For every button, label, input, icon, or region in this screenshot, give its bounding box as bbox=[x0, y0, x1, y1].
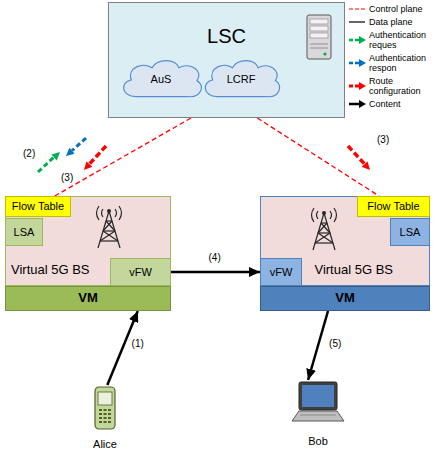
legend-text: Data plane bbox=[369, 17, 432, 27]
vm-band: VM bbox=[5, 286, 171, 311]
flow-table-box: Flow Table bbox=[5, 196, 71, 217]
node-label: LCRF bbox=[227, 73, 256, 86]
callout-holder: (3) bbox=[376, 134, 390, 145]
node-label: Flow Table bbox=[12, 200, 64, 213]
legend-sample bbox=[348, 35, 366, 45]
legend-text: Authentication reques bbox=[369, 30, 432, 50]
base-station-box: Virtual 5G BS Flow TableLSA vFW bbox=[5, 196, 171, 286]
user-device: Alice bbox=[82, 385, 128, 451]
firewall-box: vFW bbox=[110, 258, 171, 286]
node-label: Alice bbox=[93, 438, 117, 451]
edge-label-holder: (5) bbox=[328, 338, 342, 349]
antenna-tower-icon bbox=[306, 207, 342, 251]
agent-box: LSA bbox=[390, 218, 430, 246]
legend-entry: Control plane bbox=[348, 4, 432, 14]
user-device: Bob bbox=[285, 380, 351, 448]
legend-text: Authentication respon bbox=[369, 53, 432, 73]
node-label: vFW bbox=[129, 266, 152, 279]
node-label: LSA bbox=[400, 226, 421, 239]
callout-number: (1) bbox=[131, 338, 145, 349]
auth-request-arrow bbox=[38, 152, 60, 172]
legend: Control planeData planeAuthentication re… bbox=[348, 4, 432, 112]
control-link bbox=[257, 118, 379, 196]
base-station-box: Virtual 5G BS Flow TableLSA vFW bbox=[260, 196, 430, 286]
legend-sample bbox=[348, 81, 366, 91]
node-label: VM bbox=[78, 291, 98, 306]
agent-box: LSA bbox=[5, 218, 43, 246]
node-label: Virtual 5G BS bbox=[314, 263, 393, 278]
legend-sample bbox=[348, 58, 366, 68]
controller-box: LSC AuS LCRF bbox=[108, 2, 345, 118]
callout-number: (4) bbox=[208, 252, 222, 263]
route-config-arrow bbox=[348, 146, 370, 170]
server-icon bbox=[305, 13, 333, 61]
legend-sample bbox=[348, 17, 366, 27]
vm-band: VM bbox=[260, 286, 430, 311]
route-config-arrow bbox=[84, 146, 106, 170]
auth-response-arrow bbox=[66, 138, 86, 156]
antenna-tower-icon bbox=[91, 205, 127, 249]
legend-text: Route configuration bbox=[369, 76, 432, 96]
edge-label-holder: (1) bbox=[131, 338, 145, 349]
node-label: AuS bbox=[151, 73, 172, 86]
legend-text: Control plane bbox=[369, 4, 432, 14]
callout-number: (5) bbox=[328, 338, 342, 349]
legend-sample bbox=[348, 99, 366, 109]
node-label: VM bbox=[335, 291, 355, 306]
callout-holder: (3) bbox=[60, 172, 74, 183]
node-label: LSA bbox=[14, 226, 35, 239]
callout-number: (2) bbox=[22, 148, 36, 159]
flow-table-box: Flow Table bbox=[357, 196, 430, 217]
node-label: Virtual 5G BS bbox=[11, 263, 90, 278]
legend-entry: Authentication reques bbox=[348, 30, 432, 50]
legend-entry: Route configuration bbox=[348, 76, 432, 96]
legend-entry: Content bbox=[348, 99, 432, 109]
legend-text: Content bbox=[369, 99, 432, 109]
laptop-icon bbox=[290, 380, 346, 424]
node-label: LSC bbox=[207, 25, 246, 48]
callout-number: (3) bbox=[60, 172, 74, 183]
node-label: Flow Table bbox=[367, 200, 419, 213]
phone-icon bbox=[90, 385, 120, 431]
content-arrow bbox=[171, 271, 260, 274]
legend-entry: Data plane bbox=[348, 17, 432, 27]
firewall-box: vFW bbox=[260, 258, 302, 286]
service-cloud: LCRF bbox=[198, 55, 284, 103]
callout-holder: (2) bbox=[22, 148, 36, 159]
node-label: vFW bbox=[270, 266, 293, 279]
service-cloud: AuS bbox=[116, 55, 206, 103]
legend-sample bbox=[348, 4, 366, 14]
node-label: Bob bbox=[308, 435, 328, 448]
legend-entry: Authentication respon bbox=[348, 53, 432, 73]
callout-number: (3) bbox=[376, 134, 390, 145]
control-link bbox=[55, 118, 191, 196]
content-arrow bbox=[308, 311, 328, 380]
edge-label-holder: (4) bbox=[208, 252, 222, 263]
